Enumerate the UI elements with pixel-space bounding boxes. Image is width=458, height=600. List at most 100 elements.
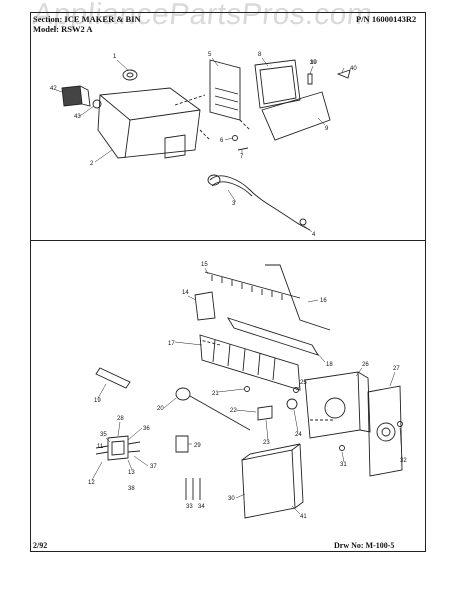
callout-42: 42 [50, 86, 57, 92]
callout-1: 1 [113, 54, 117, 60]
callout-17: 17 [168, 341, 175, 347]
part-thermostat-wire [189, 395, 251, 431]
model-label: Model: RSW2 A [33, 24, 93, 34]
callout-10: 10 [310, 60, 317, 66]
part-fastener-32 [397, 421, 403, 427]
callout-8: 8 [258, 52, 262, 58]
callout-24: 24 [295, 432, 302, 438]
part-door [254, 59, 301, 109]
callout-43: 43 [74, 114, 81, 120]
part-motor-shaft [381, 427, 391, 437]
callout-29: 29 [194, 443, 201, 449]
part-ice-bin-opening [164, 134, 186, 159]
part-thermostat [175, 387, 191, 401]
part-fastener-31 [339, 445, 345, 451]
part-front-cover-edge [241, 443, 304, 509]
callout-30: 30 [228, 496, 235, 502]
part-switch-body [107, 435, 129, 461]
callout-14: 14 [182, 290, 189, 296]
callout-26: 26 [362, 362, 369, 368]
callout-7: 7 [240, 154, 244, 160]
part-mounting-screws [185, 478, 201, 500]
part-switch-leads [95, 445, 109, 455]
part-ice-mold [199, 334, 301, 391]
callout-34: 34 [198, 504, 205, 510]
part-control-housing-side [357, 371, 371, 433]
part-bracket [209, 59, 241, 121]
callout-18: 18 [326, 362, 333, 368]
part-knob [122, 69, 138, 81]
callout-37: 37 [150, 464, 157, 470]
part-ice-bin [97, 87, 201, 159]
part-motor [61, 85, 83, 107]
callout-32: 32 [400, 458, 407, 464]
part-spacer [244, 386, 250, 392]
part-mold-bracket [194, 291, 216, 321]
part-ice-bin-edge [124, 119, 131, 159]
callout-12: 12 [88, 480, 95, 486]
callout-19: 19 [94, 398, 101, 404]
part-ejector-teeth [211, 275, 283, 300]
part-control-housing [304, 371, 361, 439]
callout-3: 3 [232, 201, 236, 207]
leader-lines [55, 57, 403, 515]
callout-35: 35 [100, 432, 107, 438]
part-motor-side [79, 85, 91, 107]
part-washer [232, 135, 238, 141]
part-screw [307, 73, 313, 85]
drawing-number: Drw No: M-100-5 [334, 541, 395, 550]
part-plate [257, 405, 273, 421]
callout-5: 5 [208, 52, 212, 58]
callout-23: 23 [263, 440, 270, 446]
part-connector [175, 435, 189, 453]
part-bracket-slats [214, 87, 239, 111]
part-screw-shaft [237, 147, 249, 151]
callout-27: 27 [393, 366, 400, 372]
part-gear [92, 99, 102, 109]
callout-20: 20 [157, 406, 164, 412]
callout-16: 16 [320, 298, 327, 304]
callout-13: 13 [128, 470, 135, 476]
callout-4: 4 [312, 232, 316, 238]
callout-6: 6 [220, 138, 224, 144]
callout-layer: 1234567891011121314151617181920212223242… [50, 52, 407, 520]
section-title: Section: ICE MAKER & BIN [33, 14, 141, 24]
callout-38: 38 [128, 486, 135, 492]
alignment-lines-upper [174, 94, 251, 141]
part-door-inner [259, 65, 297, 105]
part-ice-mold-cavities [212, 339, 276, 381]
part-front-cover [241, 449, 296, 519]
part-fill-tube [209, 175, 311, 231]
callout-40: 40 [350, 66, 357, 72]
callout-28: 28 [117, 416, 124, 422]
part-cover-plate [367, 385, 403, 477]
alignment-lines-lower [199, 339, 335, 421]
section-divider [30, 240, 426, 241]
callout-15: 15 [201, 262, 208, 268]
callout-36: 36 [143, 426, 150, 432]
part-knob-center [126, 72, 134, 78]
part-motor-mount [376, 422, 396, 442]
part-pin [293, 387, 299, 393]
part-switch-terminals [127, 441, 141, 453]
part-number: P/N 16000143R2 [356, 14, 417, 24]
callout-33: 33 [186, 504, 193, 510]
callout-25: 25 [300, 380, 307, 386]
callout-9: 9 [325, 126, 329, 132]
part-stripper [226, 317, 320, 356]
part-shutoff-arm [265, 264, 331, 331]
part-fill-valve [299, 218, 307, 226]
callout-31: 31 [340, 462, 347, 468]
part-clip [336, 69, 351, 79]
callout-21: 21 [212, 391, 219, 397]
part-fill-cup [207, 174, 221, 186]
revision-date: 2/92 [33, 541, 48, 550]
part-chute [261, 91, 331, 141]
part-heater [95, 367, 131, 389]
part-control-gear [324, 397, 346, 419]
callout-39: 39 [310, 60, 317, 66]
callout-11: 11 [97, 444, 104, 450]
callout-41: 41 [300, 514, 307, 520]
